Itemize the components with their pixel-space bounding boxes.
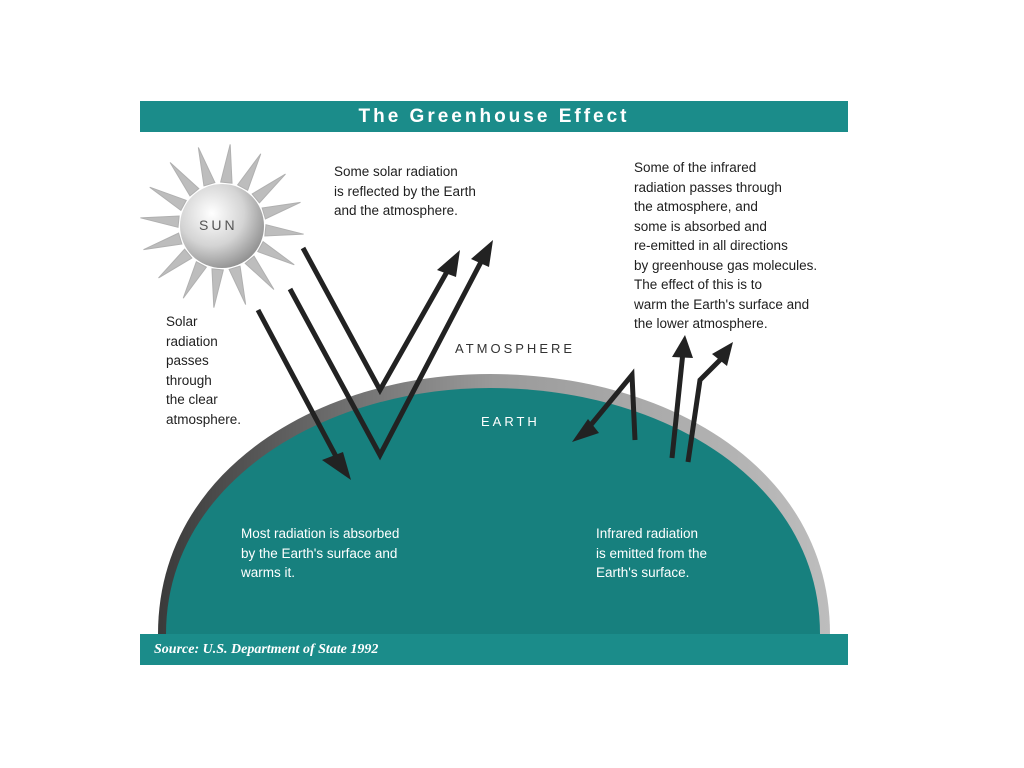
sun-ray (252, 174, 285, 203)
sun-ray (229, 266, 246, 304)
sun-ray (143, 233, 181, 250)
sun-ray (183, 262, 206, 299)
sun-label: SUN (199, 217, 238, 233)
infrared-emitted-text: Infrared radiation is emitted from the E… (596, 524, 707, 583)
sun-ray (159, 249, 192, 278)
sun-ray (212, 269, 223, 308)
solar-reflected-text: Some solar radiation is reflected by the… (334, 162, 476, 221)
atmosphere-label: ATMOSPHERE (455, 341, 575, 356)
sun-ray (198, 147, 215, 185)
sun-ray (150, 187, 187, 210)
solar-passes-text: Solar radiation passes through the clear… (166, 312, 241, 429)
sun-ray (262, 202, 300, 219)
infrared-absorbed-text: Some of the infrared radiation passes th… (634, 158, 817, 334)
sun-ray (140, 216, 179, 227)
sun-ray (238, 154, 261, 191)
most-absorbed-text: Most radiation is absorbed by the Earth'… (241, 524, 399, 583)
sun-ray (221, 144, 232, 183)
earth-label: EARTH (481, 414, 540, 429)
sun-ray (258, 242, 295, 265)
source-caption: Source: U.S. Department of State 1992 (140, 634, 848, 665)
sun-ray (245, 256, 274, 289)
sun-ray (170, 163, 199, 196)
sun-ray (265, 225, 304, 236)
